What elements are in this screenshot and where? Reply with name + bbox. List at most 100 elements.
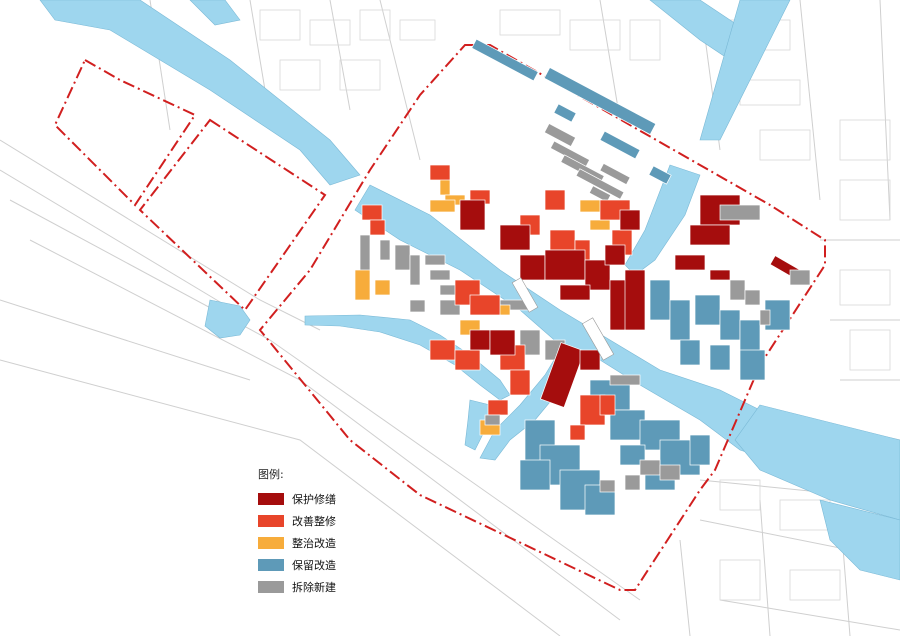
building-footprint [429, 164, 451, 181]
building-footprint [624, 474, 641, 491]
building-footprint [789, 269, 811, 286]
buildings-layer [354, 38, 811, 516]
west-boundary-2 [138, 118, 327, 312]
building-footprint [374, 279, 391, 296]
map-legend: 图例: 保护修缮 改善整修 整治改造 保留改造 拆除新建 [258, 466, 388, 598]
building-footprint [579, 349, 601, 371]
building-footprint [459, 199, 486, 231]
building-footprint [609, 409, 646, 441]
building-footprint [604, 244, 626, 266]
building-footprint [559, 284, 591, 301]
pond-west [204, 299, 251, 339]
legend-swatch [258, 581, 284, 593]
building-footprint [509, 369, 531, 396]
building-footprint [394, 244, 411, 271]
legend-swatch [258, 537, 284, 549]
legend-item-improve-renovate: 改善整修 [258, 510, 388, 532]
legend-swatch [258, 515, 284, 527]
canal-east-wide [734, 404, 900, 521]
canal-southeast [819, 499, 900, 581]
building-footprint [429, 269, 451, 281]
building-footprint [619, 444, 646, 466]
legend-item-rectify-transform: 整治改造 [258, 532, 388, 554]
legend-swatch [258, 493, 284, 505]
building-footprint [669, 299, 691, 341]
legend-title: 图例: [258, 468, 284, 481]
building-footprint [359, 234, 371, 276]
building-footprint [588, 185, 612, 203]
building-footprint [354, 269, 371, 301]
building-footprint [739, 349, 766, 381]
building-footprint [454, 349, 481, 371]
main-site-boundary [258, 44, 826, 591]
planning-boundaries [53, 44, 826, 591]
building-footprint [599, 394, 616, 416]
building-footprint [553, 103, 577, 123]
legend-label: 整治改造 [292, 537, 336, 550]
building-footprint [549, 229, 576, 251]
building-footprint [487, 399, 509, 416]
building-footprint [484, 414, 501, 426]
building-footprint [409, 254, 421, 286]
building-footprint [489, 329, 516, 356]
building-footprint [519, 459, 551, 491]
building-footprint [659, 464, 681, 481]
legend-item-protect-repair: 保护修缮 [258, 488, 388, 510]
legend-swatch [258, 559, 284, 571]
building-footprint [469, 294, 501, 316]
building-footprint [709, 344, 731, 371]
building-footprint [424, 254, 446, 266]
building-footprint [689, 224, 731, 246]
legend-label: 拆除新建 [292, 581, 336, 594]
building-footprint [589, 219, 611, 231]
building-footprint [619, 209, 641, 231]
building-footprint [599, 162, 631, 186]
building-footprint [759, 309, 771, 326]
building-footprint [624, 269, 646, 331]
building-footprint [519, 254, 546, 281]
building-footprint [709, 269, 731, 281]
bridges [511, 277, 615, 361]
building-footprint [599, 479, 616, 493]
building-footprint [469, 329, 491, 351]
building-footprint [361, 204, 383, 221]
building-footprint [429, 339, 456, 361]
building-footprint [543, 123, 577, 147]
building-footprint [744, 289, 761, 306]
building-footprint [369, 219, 386, 236]
building-footprint [409, 299, 426, 313]
river-north-west [39, 0, 361, 186]
building-footprint [569, 424, 586, 441]
building-footprint [609, 374, 641, 386]
building-footprint [540, 342, 585, 408]
building-footprint [429, 199, 456, 213]
canal-north-branch [624, 164, 701, 276]
west-boundary-1 [53, 58, 197, 207]
building-footprint [689, 434, 711, 466]
building-footprint [679, 339, 701, 366]
building-footprint [575, 168, 625, 200]
legend-label: 保留改造 [292, 559, 336, 572]
building-footprint [471, 38, 539, 82]
legend-item-demolish-rebuild: 拆除新建 [258, 576, 388, 598]
river-north-east-bend [699, 0, 791, 141]
building-footprint [544, 249, 586, 281]
building-footprint [379, 239, 391, 261]
building-footprint [544, 189, 566, 211]
building-footprint [599, 130, 641, 160]
building-footprint [729, 279, 746, 301]
building-footprint [674, 254, 706, 271]
building-footprint [694, 294, 721, 326]
legend-label: 改善整修 [292, 515, 336, 528]
building-footprint [719, 309, 741, 341]
legend-label: 保护修缮 [292, 493, 336, 506]
building-footprint [649, 279, 671, 321]
legend-item-retain-transform: 保留改造 [258, 554, 388, 576]
building-footprint [719, 204, 761, 221]
building-footprint [648, 165, 672, 185]
building-footprint [639, 459, 661, 476]
river-north-central [189, 0, 241, 26]
building-footprint [543, 67, 657, 135]
building-footprint [499, 224, 531, 251]
